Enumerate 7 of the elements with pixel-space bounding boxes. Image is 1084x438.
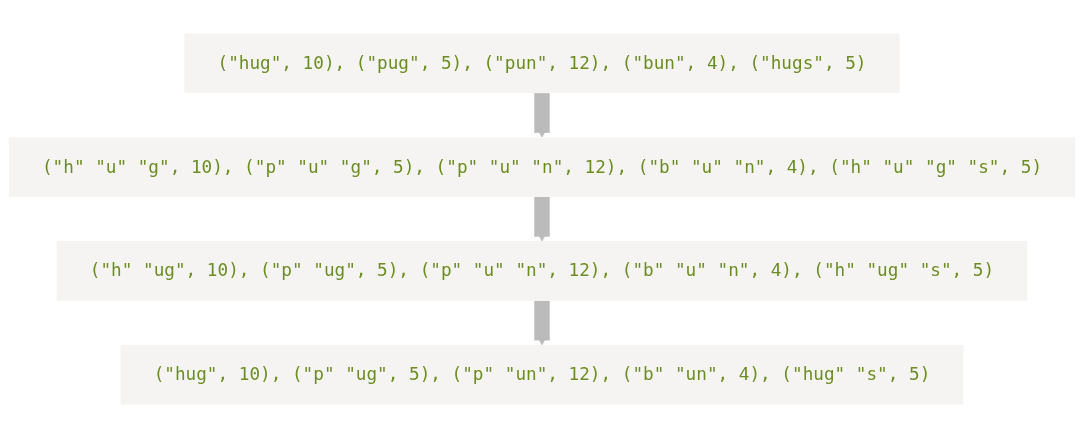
node-box: ("h" "ug", 10), ("p" "ug", 5), ("p" "u" "n", 12), ("b" "u" "n", 4), ("h" "ug" "s", 5) [56, 241, 1028, 301]
node-box: ("hug", 10), ("pug", 5), ("pun", 12), ("bun", 4), ("hugs", 5) [184, 33, 900, 94]
arrow [534, 196, 550, 242]
arrow [534, 300, 550, 346]
node-box: ("hug", 10), ("p" "ug", 5), ("p" "un", 12), ("b" "un", 4), ("hug" "s", 5) [120, 344, 964, 405]
arrow [534, 93, 550, 138]
node-box: ("h" "u" "g", 10), ("p" "u" "g", 5), ("p" "u" "n", 12), ("b" "u" "n", 4), ("h" "u" "g" "s", 5) [8, 137, 1076, 197]
